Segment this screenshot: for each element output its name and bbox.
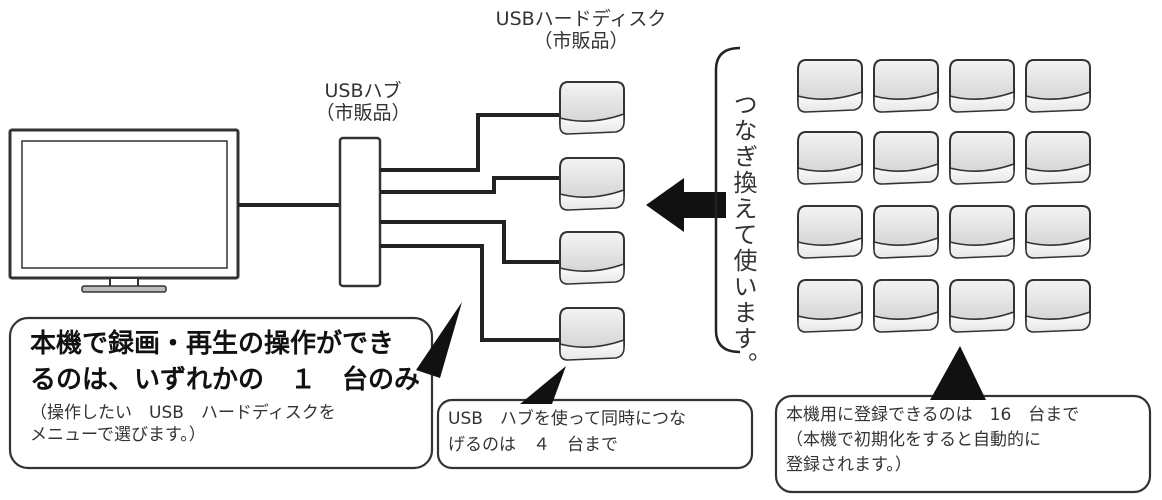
callout-left-text: 本機で録画・再生の操作ができ るのは、いずれかの １ 台のみ （操作したい US…: [30, 326, 420, 446]
callout-middle-line1: USB ハブを使って同時につな: [448, 409, 687, 429]
swap-note: つなぎ換えて使います。: [729, 92, 757, 378]
connected-hdds: [559, 81, 625, 361]
hub-title-line1: USBハブ: [324, 80, 402, 102]
callout-middle-box: [436, 366, 754, 470]
registered-hdd-grid: [797, 59, 1091, 333]
callout-middle-line2: げるのは ４ 台まで: [448, 435, 618, 455]
tv-monitor: [8, 128, 240, 293]
callout-left-bold-line1: 本機で録画・再生の操作ができ: [30, 329, 395, 359]
hub-title-line2: （市販品）: [315, 102, 411, 124]
usb-hub: [338, 136, 382, 288]
callout-left-bold-line2: るのは、いずれかの １ 台のみ: [30, 365, 421, 395]
hdd-title: USBハードディスク （市販品）: [476, 8, 686, 52]
swap-bracket: [714, 46, 741, 354]
hub-title: USBハブ （市販品）: [298, 80, 428, 124]
callout-left-small-line2: メニューで選びます。）: [30, 425, 206, 445]
callout-right-line3: 登録されます。）: [786, 455, 912, 475]
hdd-title-line1: USBハードディスク: [495, 8, 667, 30]
callout-middle-text: USB ハブを使って同時につな げるのは ４ 台まで: [448, 408, 686, 456]
callout-left-box: [8, 302, 462, 470]
callout-left-small-line1: （操作したい USB ハードディスクを: [30, 403, 336, 423]
hub-hdd-cables: [380, 113, 570, 342]
callout-right-line2: （本機で初期化をすると自動的に: [786, 430, 1041, 450]
callout-right-line1: 本機用に登録できるのは 16 台まで: [786, 405, 1080, 425]
hdd-title-line2: （市販品）: [533, 30, 629, 52]
callout-right-text: 本機用に登録できるのは 16 台まで （本機で初期化をすると自動的に 登録されま…: [786, 404, 1079, 476]
callout-right-box: [774, 346, 1152, 494]
swap-arrow: [646, 178, 726, 232]
